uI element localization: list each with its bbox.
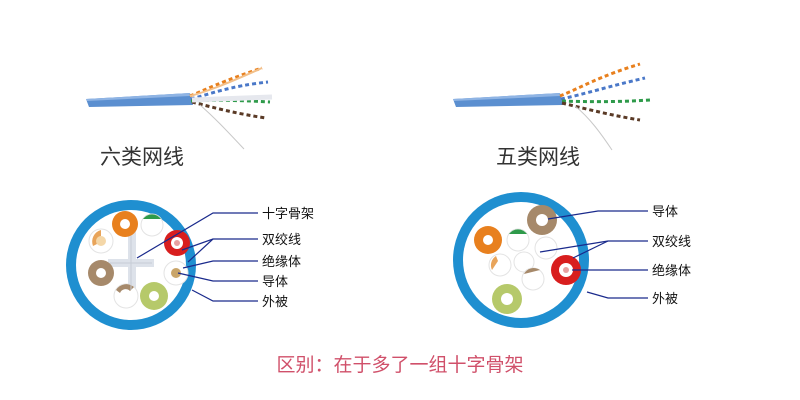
cat6-label-conductor: 导体 (262, 275, 288, 290)
cat5-leader-lines (539, 210, 648, 299)
cat5-brown-pair (561, 101, 641, 122)
cat6-label-cross-spline: 十字骨架 (262, 207, 314, 222)
cat5-label-insulator: 绝缘体 (652, 263, 691, 279)
cat6-green-white-wire (140, 213, 164, 237)
cat6-orange-conductor (120, 219, 130, 229)
cat6-orange-pair (189, 66, 263, 98)
cat6-orange-stripe (92, 230, 101, 246)
cat5-leader-twisted-pair-b (572, 240, 609, 259)
cat5-leader-conductor (547, 210, 648, 220)
cat6-leader-conductor (177, 272, 258, 282)
cat6-leader-lines (136, 212, 258, 302)
cat6-label-insulator: 绝缘体 (262, 254, 301, 270)
cat6-sheath-highlight (86, 93, 190, 101)
cat5-brown-white-wire (521, 267, 545, 291)
cat6-white-wire-right-conductor (171, 268, 181, 278)
cat5-green-stripe (509, 229, 527, 234)
cat6-leader-cross-spline (136, 212, 258, 259)
cat5-ripcord (574, 105, 613, 151)
cat6-brown-stripe (116, 284, 134, 293)
cat6-green-stripe (143, 214, 161, 219)
cat6-brown-conductor (96, 268, 106, 278)
cat6-label-twisted-pair: 双绞线 (262, 232, 301, 248)
cat5-brown-conductor (536, 214, 548, 226)
cat5-caption: 五类网线 (496, 145, 580, 169)
cat5-cross-section (453, 192, 589, 328)
cat6-leader-insulator (182, 260, 258, 269)
cat6-caption: 六类网线 (100, 145, 184, 169)
cat6-leader-twisted-pair-b (187, 238, 214, 263)
cat5-red-conductor (563, 267, 569, 273)
cat6-orange-white-conductor (96, 236, 106, 246)
cat5-label-twisted-pair: 双绞线 (652, 234, 691, 250)
cat5-brown-stripe (524, 268, 540, 274)
difference-note: 区别：在于多了一组十字骨架 (276, 354, 523, 376)
cat5-orange-pair (559, 62, 641, 98)
cat6-leader-jacket (191, 289, 258, 302)
cat5-orange-stripe (490, 256, 498, 270)
cat6-orange-white-pair (189, 67, 263, 97)
cat6-cross-filler (191, 94, 273, 103)
cat6-cross-spline-vertical (128, 230, 136, 292)
cat6-red-conductor (174, 240, 180, 246)
cat5-green-pair (561, 98, 651, 104)
cat5-green-white-wire (506, 228, 530, 252)
cat5-sheath-highlight (453, 93, 560, 101)
cat5-cable-illustration (453, 62, 651, 151)
cat5-orange-conductor (483, 235, 493, 245)
cat5-light-green-conductor (501, 293, 513, 305)
cat6-ripcord (199, 104, 245, 150)
cat6-brown-pair (191, 100, 267, 120)
cat6-label-jacket: 外被 (262, 295, 288, 310)
cat5-label-conductor: 导体 (652, 205, 678, 220)
cat6-cable-illustration (86, 66, 273, 150)
cat6-light-green-conductor (149, 291, 159, 301)
cat5-white-wire-a (534, 236, 558, 260)
cat5-blue-pair (560, 76, 646, 101)
cat6-cross-section (66, 200, 196, 330)
cat5-leader-jacket (586, 291, 648, 299)
cat5-label-jacket: 外被 (652, 292, 678, 307)
